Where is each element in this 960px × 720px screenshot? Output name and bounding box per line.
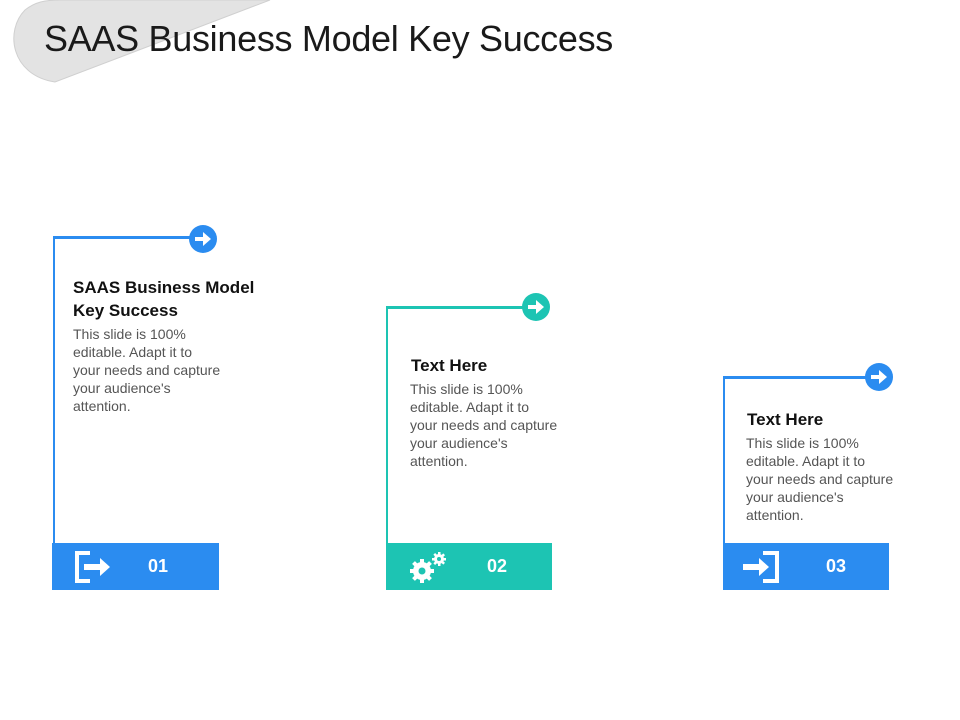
exit-door-icon [75,551,110,583]
step-2-number: 02 [487,556,508,576]
step-1-body: This slide is 100% editable. Adapt it to… [73,326,221,414]
arrow-right-icon [521,292,551,322]
enter-door-icon [743,551,779,583]
step-1-heading: SAAS Business Model Key Success [73,278,255,320]
step-3-number: 03 [826,556,847,576]
gears-icon [410,552,446,583]
arrow-right-icon [864,362,894,392]
step-1-number: 01 [148,556,169,576]
corner-decoration [13,0,271,83]
step-2-vertical-line [386,306,388,546]
step-2-bar: 02 [386,543,552,590]
step-3-bar: 03 [723,543,889,590]
arrow-right-icon [188,224,218,254]
step-1-bar: 01 [52,543,219,590]
step-3-body: This slide is 100% editable. Adapt it to… [746,435,894,523]
step-2-heading: Text Here [411,356,488,375]
step-3-horizontal-line [723,376,868,379]
step-3-vertical-line [723,376,725,546]
step-3-heading: Text Here [747,410,824,429]
step-2-horizontal-line [386,306,526,309]
step-2-body: This slide is 100% editable. Adapt it to… [410,381,558,469]
page-title: SAAS Business Model Key Success [44,18,613,59]
step-1-vertical-line [53,236,55,546]
step-1-horizontal-line [53,236,193,239]
